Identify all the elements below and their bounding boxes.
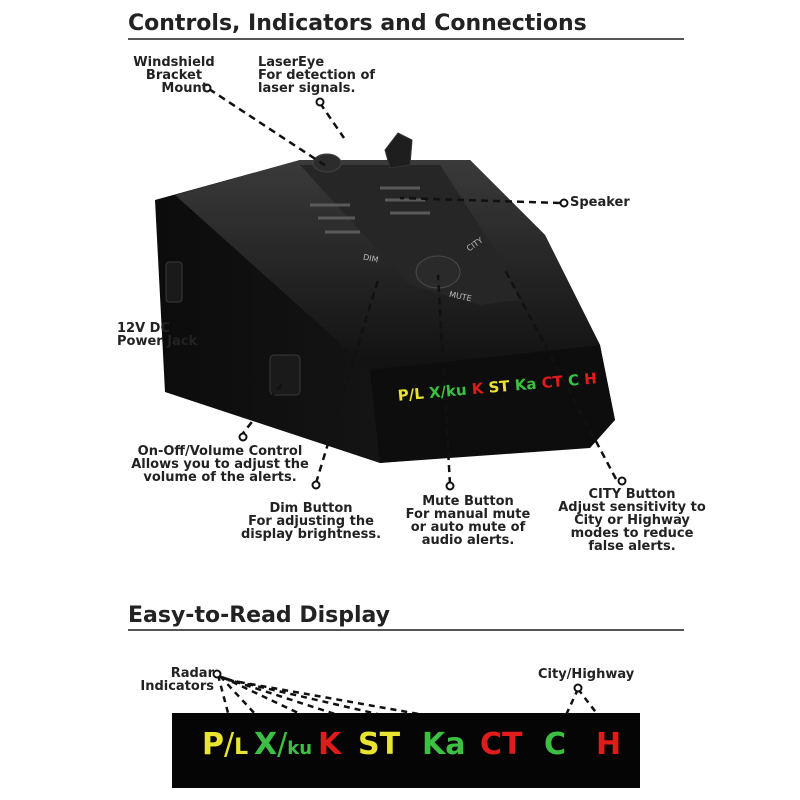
section-title-display: Easy-to-Read Display (128, 603, 391, 628)
label-line: audio alerts. (421, 533, 515, 548)
section-title-controls: Controls, Indicators and Connections (128, 11, 587, 36)
label-line: For manual mute (405, 507, 531, 522)
label-line: Windshield (133, 55, 215, 70)
indicator-sub: ku (287, 738, 313, 759)
label-line: City or Highway (574, 513, 690, 528)
label-line: On-Off/Volume Control (137, 444, 303, 459)
indicator-ka: Ka (422, 727, 466, 762)
label-line: volume of the alerts. (143, 470, 297, 485)
slash: / (224, 727, 235, 762)
label-line: LaserEye (258, 55, 325, 70)
label-line: Adjust sensitivity to (558, 500, 706, 515)
section-rule-controls (128, 38, 684, 40)
indicator-sub: L (234, 735, 249, 760)
label-city-button: CITY Button Adjust sensitivity to City o… (552, 488, 712, 553)
indicator-c: C (544, 727, 567, 762)
device-front (370, 345, 615, 463)
lasereye-bump (312, 153, 342, 173)
device-top (175, 160, 600, 370)
label-city-highway: City/Highway (538, 667, 635, 682)
label-speaker: Speaker (570, 195, 630, 210)
label-power-jack: 12V DC Power Jack (117, 322, 197, 348)
indicator-main: P (202, 727, 224, 762)
label-radar-indicators: Radar Indicators (130, 667, 214, 693)
display-strip: P/L X/ku K ST Ka CT C H (172, 713, 640, 788)
mount-nub (384, 132, 413, 169)
label-line: Dim Button (269, 501, 353, 516)
indicator-st: ST (358, 727, 401, 762)
label-line: Indicators (140, 679, 214, 694)
device-ridge (300, 165, 520, 305)
label-line: modes to reduce (570, 526, 694, 541)
label-power-volume: On-Off/Volume Control Allows you to adju… (130, 445, 310, 484)
indicator-x-ku: X/ku (254, 727, 312, 762)
label-line: Radar (170, 666, 214, 681)
indicator-k: K (318, 727, 342, 762)
label-line: Allows you to adjust the (131, 457, 309, 472)
volume-wheel (269, 354, 301, 396)
grille-right (380, 186, 430, 215)
indicator-h: H (596, 727, 622, 762)
label-line: false alerts. (588, 539, 676, 554)
power-jack (165, 261, 183, 303)
section-rule-display (128, 629, 684, 631)
slash: / (277, 727, 288, 762)
label-line: CITY Button (588, 487, 676, 502)
label-line: Mount (161, 81, 208, 96)
grille-left (310, 203, 360, 234)
label-line: display brightness. (240, 527, 382, 542)
label-line: Bracket (145, 68, 203, 83)
indicator-ct: CT (480, 727, 523, 762)
label-line: laser signals. (258, 81, 356, 96)
label-mute-button: Mute Button For manual mute or auto mute… (398, 495, 538, 547)
label-line: Power Jack (117, 334, 198, 349)
label-line: Mute Button (422, 494, 514, 509)
indicator-main: X (254, 727, 278, 762)
label-line: 12V DC (117, 321, 171, 336)
label-dim-button: Dim Button For adjusting the display bri… (236, 502, 386, 541)
label-line: For adjusting the (248, 514, 374, 529)
label-line: For detection of (258, 68, 376, 83)
label-lasereye: LaserEye For detection of laser signals. (258, 56, 375, 95)
label-windshield-mount: Windshield Bracket Mount (128, 56, 220, 95)
indicator-p-l: P/L (202, 727, 248, 762)
label-line: or auto mute of (410, 520, 526, 535)
